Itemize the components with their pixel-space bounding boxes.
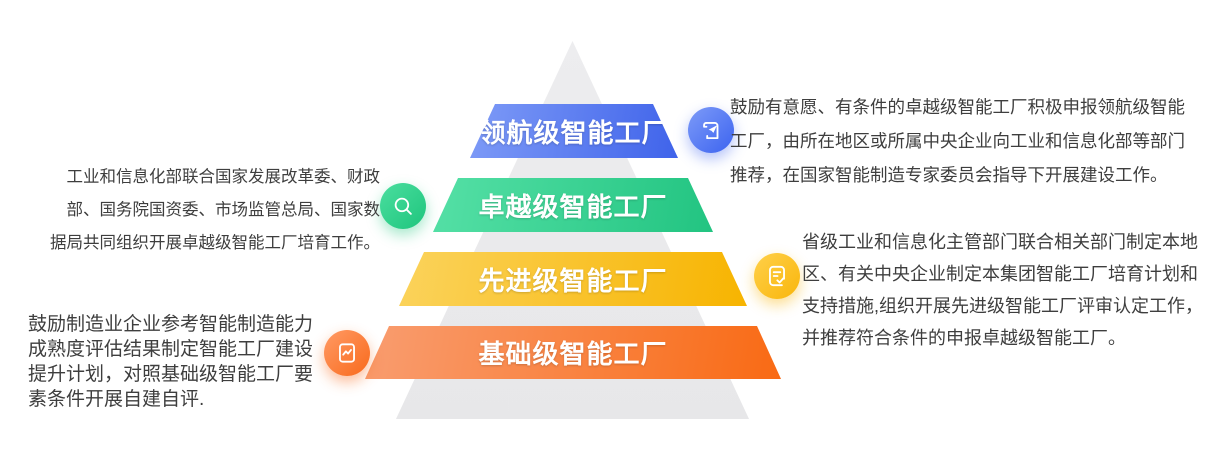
pyramid-level-basic-label: 基础级智能工厂 bbox=[478, 339, 668, 369]
annotation-line: 工厂，由所在地区或所属中央企业向工业和信息化部等部门 bbox=[730, 131, 1185, 151]
annotation-line: 素条件开展自建自评. bbox=[28, 389, 205, 410]
document-check-icon bbox=[754, 253, 800, 299]
pyramid-level-excellence-label: 卓越级智能工厂 bbox=[478, 191, 668, 222]
pyramid-level-navigator-label: 领航级智能工厂 bbox=[479, 117, 669, 148]
annotation-line: 提升计划，对照基础级智能工厂要 bbox=[28, 364, 314, 385]
scroll-send-icon bbox=[688, 107, 734, 153]
annotation-advanced-text: 省级工业和信息化主管部门联合相关部门制定本地 区、有关中央企业制定本集团智能工厂… bbox=[802, 226, 1213, 354]
pyramid-level-advanced: 先进级智能工厂 bbox=[399, 252, 747, 306]
annotation-line: 区、有关中央企业制定本集团智能工厂培育计划和 bbox=[802, 264, 1198, 284]
pyramid-level-navigator: 领航级智能工厂 bbox=[470, 104, 678, 158]
annotation-line: 鼓励制造业企业参考智能制造能力 bbox=[28, 314, 314, 335]
annotation-excellence-text: 工业和信息化部联合国家发展改革委、财政 部、国务院国资委、市场监管总局、国家数 … bbox=[30, 161, 380, 260]
search-icon bbox=[380, 183, 426, 229]
annotation-basic-text: 鼓励制造业企业参考智能制造能力 成熟度评估结果制定智能工厂建设 提升计划，对照基… bbox=[28, 312, 333, 412]
annotation-line: 工业和信息化部联合国家发展改革委、财政 bbox=[66, 168, 381, 186]
annotation-line: 推荐，在国家智能制造专家委员会指导下开展建设工作。 bbox=[730, 165, 1168, 185]
annotation-line: 鼓励有意愿、有条件的卓越级智能工厂积极申报领航级智能 bbox=[730, 97, 1185, 117]
annotation-navigator-text: 鼓励有意愿、有条件的卓越级智能工厂积极申报领航级智能 工厂，由所在地区或所属中央… bbox=[730, 90, 1202, 192]
annotation-line: 部、国务院国资委、市场监管总局、国家数 bbox=[66, 201, 381, 219]
annotation-line: 支持措施,组织开展先进级智能工厂评审认定工作， bbox=[802, 296, 1203, 316]
annotation-line: 省级工业和信息化主管部门联合相关部门制定本地 bbox=[802, 232, 1198, 252]
annotation-line: 据局共同组织开展卓越级智能工厂培育工作。 bbox=[50, 234, 380, 252]
pyramid-level-basic: 基础级智能工厂 bbox=[365, 326, 781, 379]
pyramid-level-excellence: 卓越级智能工厂 bbox=[433, 178, 713, 232]
pyramid-level-advanced-label: 先进级智能工厂 bbox=[478, 265, 668, 296]
annotation-line: 并推荐符合条件的申报卓越级智能工厂。 bbox=[802, 328, 1126, 348]
document-chart-icon bbox=[324, 330, 370, 376]
annotation-line: 成熟度评估结果制定智能工厂建设 bbox=[28, 339, 314, 360]
